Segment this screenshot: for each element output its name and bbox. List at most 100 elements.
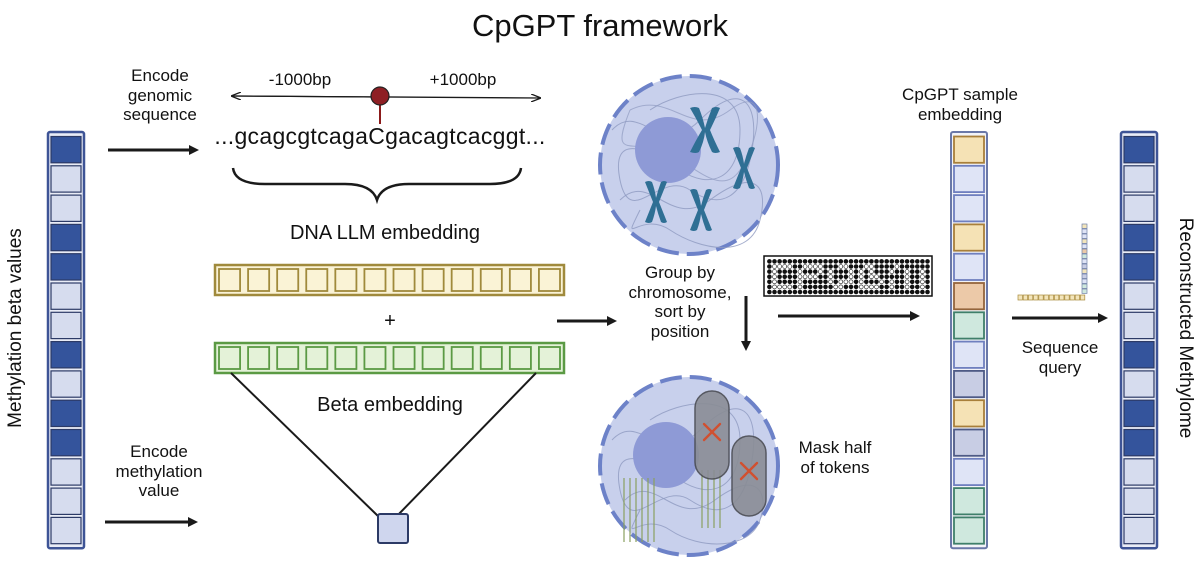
methylation-cell	[50, 516, 82, 545]
grid-dot	[909, 259, 915, 264]
methylation-cell	[50, 399, 82, 428]
grid-dot	[925, 289, 930, 295]
nucleus	[633, 422, 699, 488]
grid-dot	[838, 279, 844, 285]
grid-dot	[899, 289, 905, 295]
grid-dot	[782, 264, 788, 269]
grid-dot	[838, 259, 844, 264]
grid-dot	[904, 274, 910, 280]
grid-dot	[767, 269, 772, 274]
grid-dot	[874, 284, 879, 290]
embedding-cell	[363, 268, 387, 292]
query-token	[1074, 294, 1080, 301]
grid-dot	[767, 259, 772, 264]
embedding-cell	[334, 268, 358, 292]
grid-dot	[838, 289, 844, 295]
grid-dot	[879, 274, 884, 280]
grid-dot	[920, 269, 925, 274]
query-token	[1048, 294, 1054, 301]
encode-genomic-label: Encode genomic sequence	[123, 66, 197, 125]
grid-dot	[899, 284, 905, 290]
grid-dot	[828, 284, 833, 290]
grid-dot	[894, 264, 900, 269]
grid-dot	[772, 274, 777, 280]
grid-dot	[792, 274, 798, 280]
grid-dot	[884, 264, 890, 269]
grid-dot	[787, 284, 793, 290]
left-axis-label: Methylation beta values	[5, 228, 26, 428]
grid-dot	[899, 274, 905, 280]
grid-dot	[853, 274, 859, 280]
methylation-cell	[50, 311, 82, 340]
grid-dot	[848, 284, 854, 290]
query-token	[1033, 294, 1039, 301]
query-token	[1080, 294, 1086, 301]
grid-dot	[914, 259, 920, 264]
grid-dot	[782, 289, 788, 295]
grid-dot	[777, 289, 782, 295]
embedding-token	[953, 399, 985, 428]
grid-dot	[792, 289, 798, 295]
cpg-site-marker	[370, 86, 390, 106]
grid-dot	[914, 284, 920, 290]
embedding-cell	[363, 346, 387, 370]
cell-masked	[598, 375, 780, 557]
grid-dot	[869, 264, 874, 269]
grid-dot	[899, 264, 905, 269]
grid-dot	[889, 264, 895, 269]
embedding-cell	[479, 268, 503, 292]
grid-dot	[920, 279, 925, 285]
embedding-frame	[213, 341, 566, 375]
grid-dot	[920, 274, 925, 280]
dna-llm-embedding-bar	[213, 263, 566, 297]
embedding-cell	[218, 268, 241, 292]
grid-dot	[807, 279, 813, 285]
grid-dot	[925, 279, 930, 285]
window-left-label: -1000bp	[268, 70, 332, 89]
grid-dot	[914, 269, 920, 274]
query-token	[1081, 243, 1088, 249]
beta-embedding-label: Beta embedding	[317, 394, 463, 416]
grid-dot	[828, 289, 833, 295]
grid-dot	[863, 264, 869, 269]
grid-dot	[802, 269, 808, 274]
grid-dot	[777, 279, 782, 285]
grid-dot	[787, 279, 793, 285]
grid-dot	[787, 274, 793, 280]
query-token	[1081, 283, 1088, 289]
query-token	[1038, 294, 1044, 301]
grid-dot	[889, 289, 895, 295]
grid-dot	[899, 259, 905, 264]
grid-dot	[889, 279, 895, 285]
grid-dot	[853, 279, 859, 285]
grid-dot	[889, 274, 895, 280]
query-token	[1081, 258, 1088, 264]
grid-dot	[782, 279, 788, 285]
sample-embedding-label: CpGPT sample embedding	[902, 85, 1018, 124]
grid-dot	[894, 269, 900, 274]
methylation-cell	[1123, 370, 1155, 398]
embedding-cell	[247, 346, 271, 370]
embedding-token	[953, 252, 985, 281]
methylation-cell	[1123, 428, 1155, 457]
grid-dot	[848, 289, 854, 295]
grid-dot	[858, 259, 864, 264]
grid-dot	[914, 289, 920, 295]
grid-dot	[802, 284, 808, 290]
query-token	[1043, 294, 1049, 301]
grid-dot	[914, 279, 920, 285]
grid-dot	[848, 279, 854, 285]
embedding-cell	[305, 268, 329, 292]
query-token	[1081, 253, 1088, 259]
grid-dot	[863, 284, 869, 290]
grid-dot	[848, 274, 854, 280]
embedding-cell	[508, 346, 532, 370]
sequence-brace	[231, 167, 523, 205]
grid-dot	[858, 289, 864, 295]
grid-dot	[925, 269, 930, 274]
embedding-frame	[213, 263, 566, 297]
grid-dot	[858, 284, 864, 290]
grid-dot	[863, 259, 869, 264]
grid-dot	[818, 274, 823, 280]
methylation-cell	[50, 253, 82, 281]
